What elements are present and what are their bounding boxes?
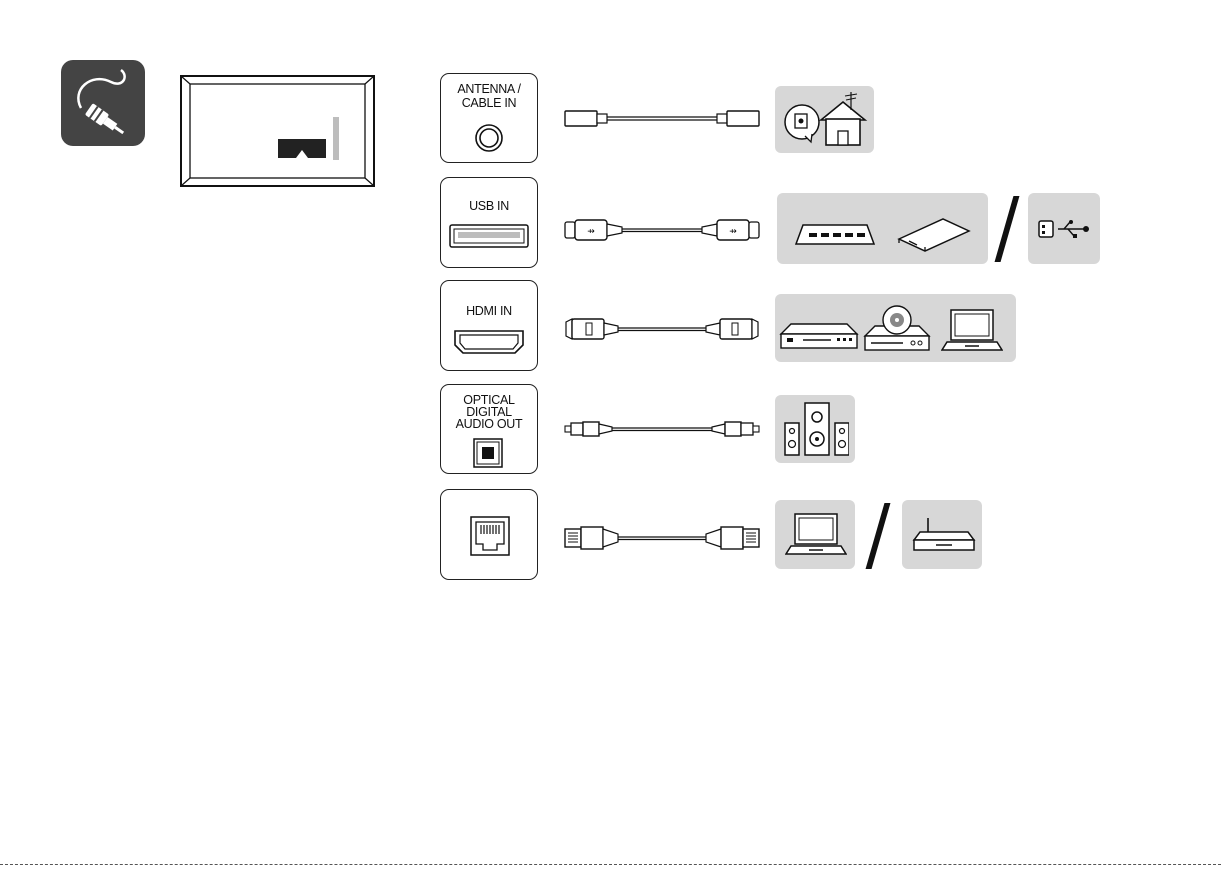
port-antenna-cable-in: ANTENNA / CABLE IN bbox=[440, 73, 538, 163]
cable-plug-icon bbox=[61, 60, 145, 146]
device-box-hdmi bbox=[775, 294, 1016, 362]
bottom-dashed-border bbox=[0, 864, 1221, 865]
speaker-system-icon bbox=[783, 401, 849, 457]
or-separator bbox=[995, 196, 1020, 262]
port-label-line: HDMI IN bbox=[441, 305, 537, 318]
laptop-icon bbox=[941, 308, 1003, 354]
laptop-icon bbox=[785, 512, 847, 558]
port-optical-digital-audio-out: OPTICAL DIGITAL AUDIO OUT bbox=[440, 384, 538, 474]
hdd-icon bbox=[795, 223, 875, 247]
usb-port-icon bbox=[449, 224, 529, 248]
port-label-line: CABLE IN bbox=[441, 97, 537, 110]
usb-cable: ⇸ ⇸ bbox=[564, 217, 760, 243]
device-box-lan-computer bbox=[775, 500, 855, 569]
port-hdmi-in: HDMI IN bbox=[440, 280, 538, 371]
dvd-player-icon bbox=[863, 302, 931, 354]
or-separator bbox=[866, 503, 891, 569]
port-lan bbox=[440, 489, 538, 580]
device-box-audio bbox=[775, 395, 855, 463]
port-label-line: ANTENNA / bbox=[441, 83, 537, 96]
device-box-lan-router bbox=[902, 500, 982, 569]
port-label-line: USB IN bbox=[441, 200, 537, 213]
device-box-usb-storage bbox=[777, 193, 988, 264]
port-usb-in: USB IN bbox=[440, 177, 538, 268]
device-box-usb-stick bbox=[1028, 193, 1100, 264]
antenna-house-icon bbox=[781, 90, 871, 150]
ethernet-port-icon bbox=[470, 516, 510, 556]
svg-text:⇸: ⇸ bbox=[587, 227, 595, 237]
router-icon bbox=[910, 514, 976, 554]
external-drive-icon bbox=[895, 217, 971, 253]
hdmi-port-icon bbox=[453, 329, 525, 355]
usb-stick-icon bbox=[1038, 217, 1092, 241]
svg-text:⇸: ⇸ bbox=[729, 227, 737, 237]
coax-jack-icon bbox=[474, 123, 504, 153]
tv-rear-panel-icon bbox=[180, 75, 375, 187]
hdmi-cable bbox=[564, 316, 760, 342]
port-label-line: AUDIO OUT bbox=[441, 418, 537, 431]
ethernet-cable bbox=[564, 524, 760, 552]
coaxial-cable bbox=[564, 108, 760, 130]
device-box-antenna bbox=[775, 86, 874, 153]
optical-cable bbox=[564, 418, 760, 440]
blu-ray-player-icon bbox=[779, 322, 859, 352]
optical-port-icon bbox=[473, 438, 503, 468]
